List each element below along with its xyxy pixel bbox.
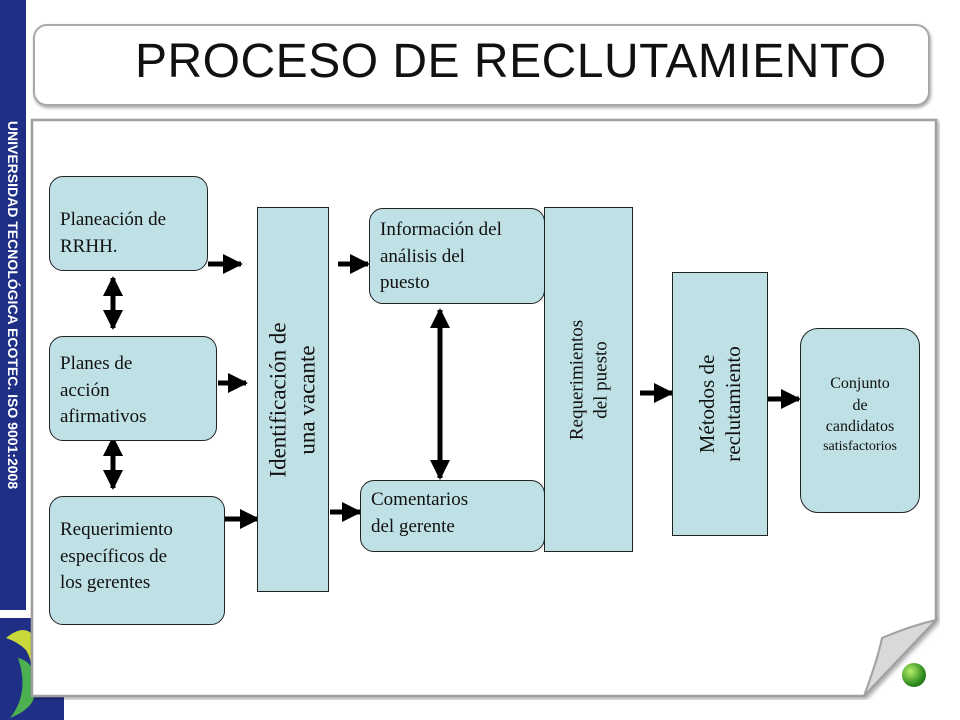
page-title: PROCESO DE RECLUTAMIENTO: [135, 35, 887, 88]
box-planeacion-rrhh: Planeación de RRHH.: [49, 176, 208, 271]
box-comentarios-gerente: Comentarios del gerente: [360, 480, 545, 552]
box-metodos-reclutamiento: Métodos de reclutamiento: [672, 272, 768, 536]
sidebar-banner: UNIVERSIDAD TECNOLÓGICA ECOTEC. ISO 9001…: [0, 0, 26, 610]
title-box: PROCESO DE RECLUTAMIENTO: [33, 24, 930, 106]
box-requerimientos-puesto: Requerimientos del puesto: [544, 207, 633, 552]
green-sphere-icon: [902, 663, 926, 687]
box-informacion-analisis: Información del análisis del puesto: [369, 208, 545, 304]
box-conjunto-candidatos: Conjunto de candidatos satisfactorios: [800, 328, 920, 513]
box-identificacion-vacante: Identificación de una vacante: [257, 207, 329, 592]
box-planes-accion: Planes de acción afirmativos: [49, 336, 217, 441]
box-requerimiento-gerentes: Requerimiento específicos de los gerente…: [49, 496, 225, 625]
